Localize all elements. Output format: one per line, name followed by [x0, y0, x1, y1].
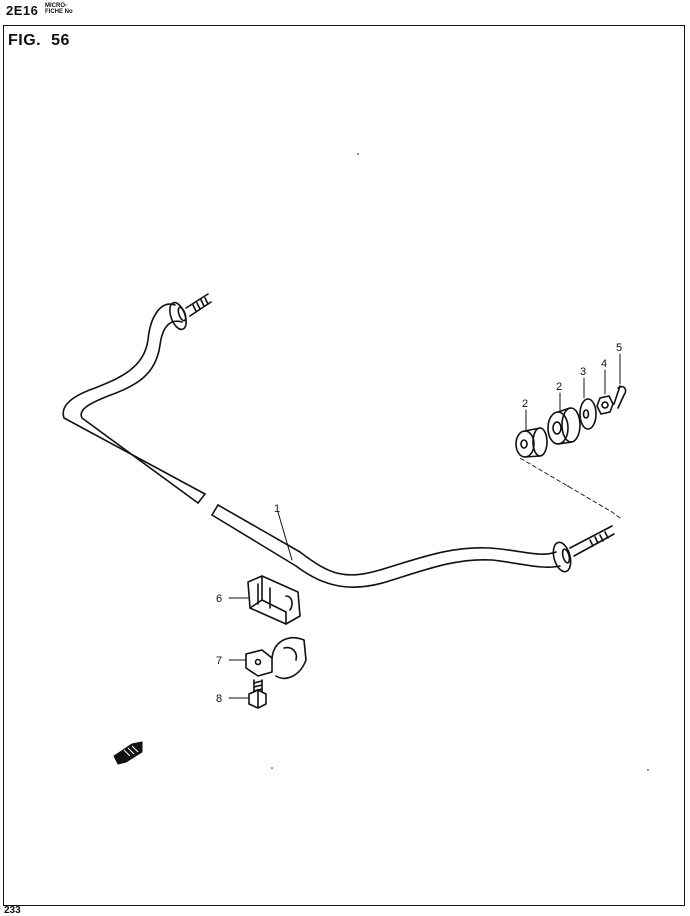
callout-8: 8	[216, 693, 222, 705]
figure-title: FIG. 56	[8, 32, 70, 50]
rubber-bushing-6	[247, 575, 301, 625]
page-number: 233	[4, 905, 21, 916]
callout-3: 3	[580, 366, 586, 378]
cotter-pin-5	[613, 385, 627, 409]
callout-6: 6	[216, 593, 222, 605]
callout-4: 4	[601, 358, 607, 370]
scan-dot	[271, 767, 273, 769]
callout-5: 5	[616, 342, 622, 354]
figure-frame	[3, 25, 685, 906]
scan-dot	[357, 153, 359, 155]
assembly-line	[519, 457, 621, 519]
microfiche-code: 2E16	[6, 3, 39, 18]
microfiche-label: MICRO- FICHE No	[45, 3, 73, 15]
front-direction-arrow	[113, 741, 143, 765]
figure-label: FIG.	[8, 32, 42, 49]
callout-1: 1	[274, 503, 280, 515]
nut-4	[596, 395, 614, 415]
washer-3	[579, 398, 597, 430]
microfiche-label-line1: MICRO-	[45, 3, 67, 9]
bracket-7	[245, 636, 307, 680]
callout-7: 7	[216, 655, 222, 667]
leader-1	[277, 511, 293, 561]
figure-number: 56	[51, 32, 70, 49]
bolt-8	[248, 679, 267, 709]
scan-dot	[567, 485, 569, 487]
callout-2a: 2	[522, 398, 528, 410]
scan-dot	[647, 769, 649, 771]
stabilizer-bar-right	[211, 504, 615, 588]
callout-2b: 2	[556, 381, 562, 393]
bushing-2a	[515, 427, 548, 458]
bushing-2b	[547, 407, 581, 445]
microfiche-label-line2: FICHE No	[45, 9, 73, 15]
stabilizer-bar-left	[62, 293, 212, 504]
